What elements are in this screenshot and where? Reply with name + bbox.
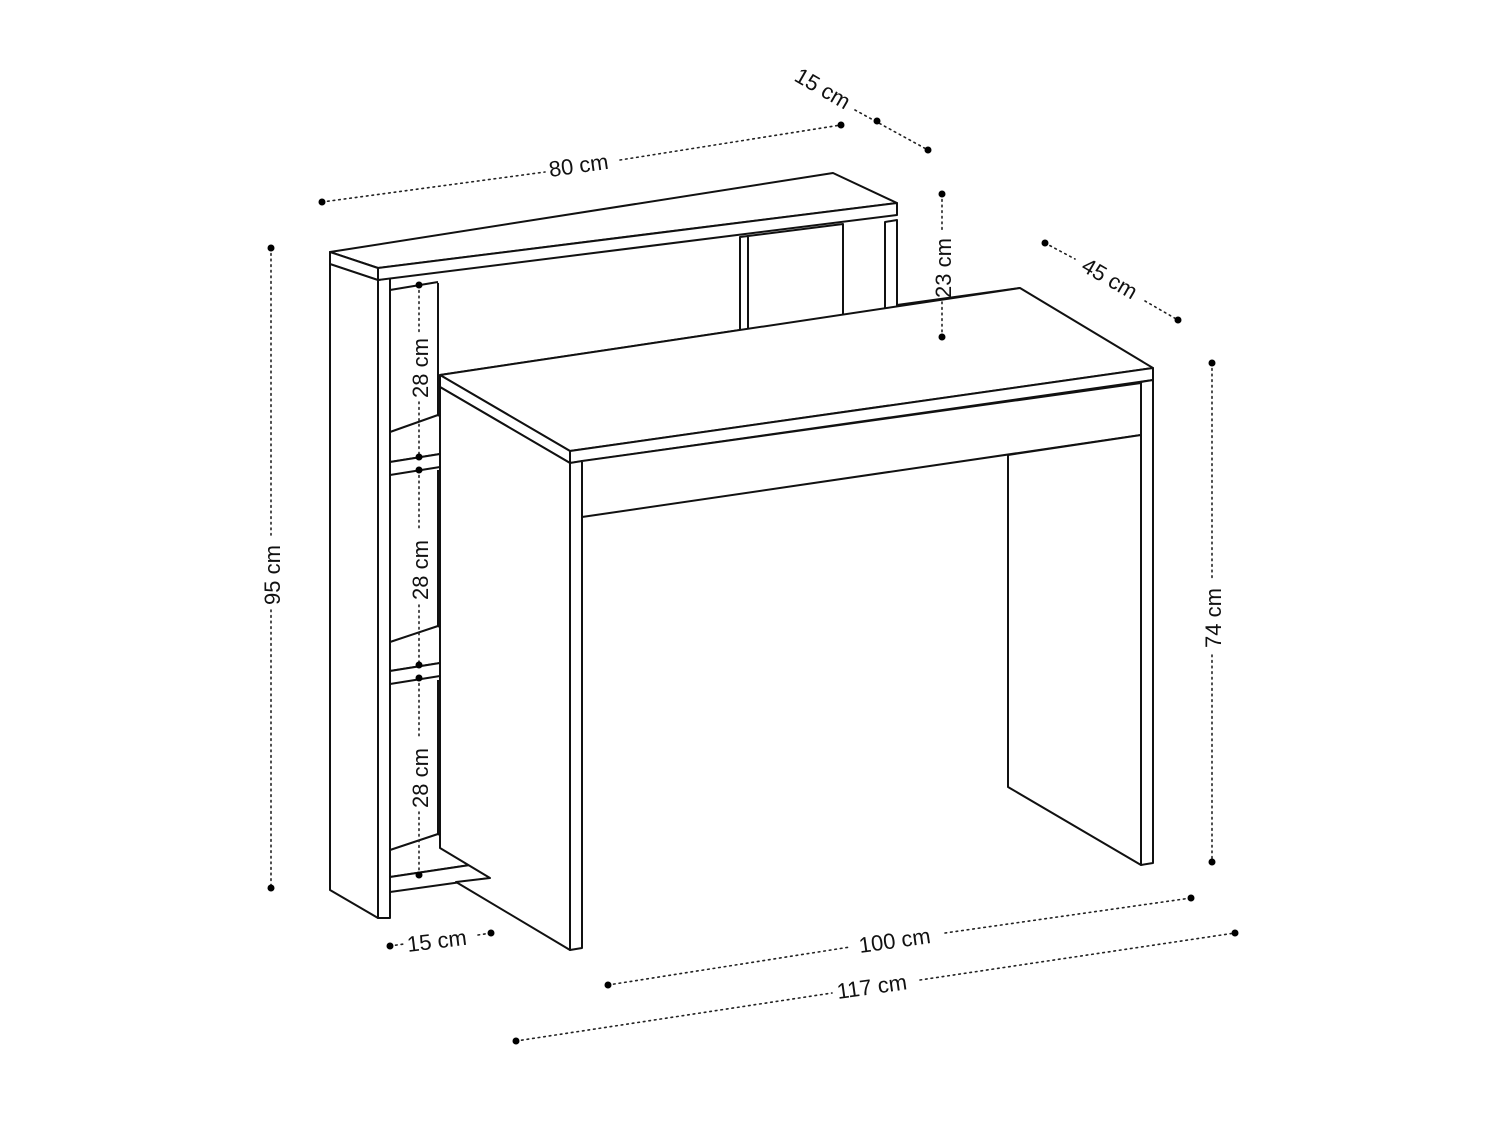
dimension-lines [267, 109, 1239, 1045]
label-shelf-gap-bottom: 28 cm [408, 748, 433, 808]
label-desk-width: 100 cm [857, 923, 932, 958]
label-shelf-depth: 15 cm [406, 925, 469, 957]
label-shelf-gap-middle: 28 cm [408, 540, 433, 600]
label-total-width: 117 cm [835, 969, 908, 1004]
label-shelf-gap-top: 28 cm [408, 338, 433, 398]
desk [439, 287, 1154, 951]
label-desk-height: 74 cm [1201, 588, 1226, 648]
label-hutch-depth: 15 cm [791, 63, 855, 115]
label-total-height: 95 cm [260, 545, 285, 605]
label-hutch-height: 23 cm [931, 238, 956, 298]
label-hutch-width: 80 cm [547, 149, 610, 182]
dimension-labels: 80 cm 15 cm 23 cm 45 cm 95 cm 74 cm 28 c… [260, 63, 1226, 1004]
label-desk-depth: 45 cm [1078, 253, 1142, 305]
